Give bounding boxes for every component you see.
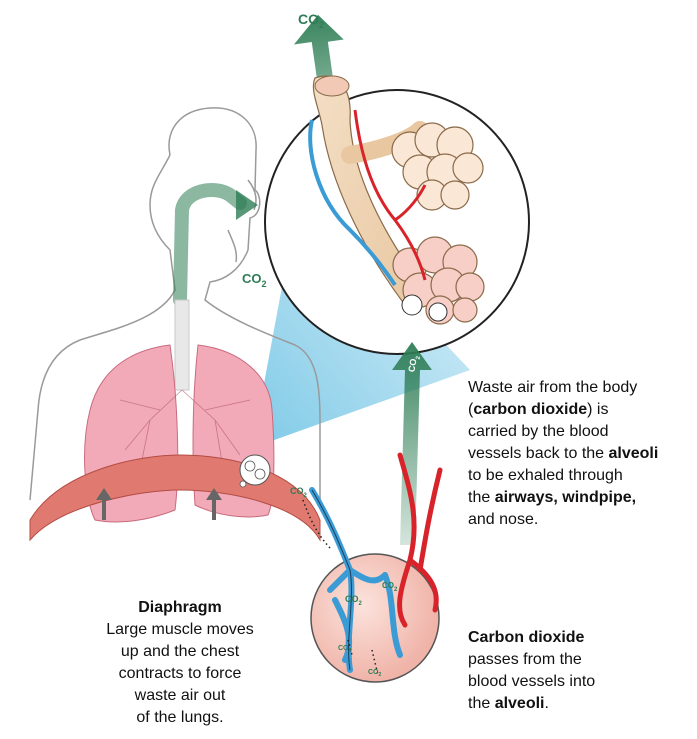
cd-title: Carbon dioxide bbox=[468, 629, 584, 646]
diaphragm-caption: Diaphragm Large muscle moves up and the … bbox=[95, 597, 265, 729]
diaphragm-line-1: Large muscle moves bbox=[95, 619, 265, 641]
waste-line-2: (carbon dioxide) is bbox=[468, 399, 688, 421]
carbon-dioxide-caption: Carbon dioxide passes from the blood ves… bbox=[468, 627, 668, 715]
waste-line-4: vessels back to the alveoli bbox=[468, 443, 688, 465]
diaphragm-line-3: contracts to force bbox=[95, 663, 265, 685]
alveolus-sphere bbox=[311, 554, 439, 682]
co2-label-nose: CO2 bbox=[242, 271, 267, 289]
waste-line-7: and nose. bbox=[468, 509, 688, 531]
cd-line-3: blood vessels into bbox=[468, 671, 668, 693]
cd-line-2: passes from the bbox=[468, 649, 668, 671]
waste-line-3: carried by the blood bbox=[468, 421, 688, 443]
lung-alveoli-spot bbox=[240, 455, 270, 485]
diaphragm-line-5: of the lungs. bbox=[95, 707, 265, 729]
diaphragm-line-2: up and the chest bbox=[95, 641, 265, 663]
cd-line-4: the alveoli. bbox=[468, 693, 668, 715]
diaphragm-title: Diaphragm bbox=[138, 599, 222, 616]
waste-line-5: to be exhaled through bbox=[468, 465, 688, 487]
diaphragm-line-4: waste air out bbox=[95, 685, 265, 707]
waste-line-6: the airways, windpipe, bbox=[468, 487, 688, 509]
waste-line-1: Waste air from the body bbox=[468, 377, 688, 399]
waste-air-caption: Waste air from the body (carbon dioxide)… bbox=[468, 377, 688, 531]
windpipe bbox=[175, 300, 189, 390]
